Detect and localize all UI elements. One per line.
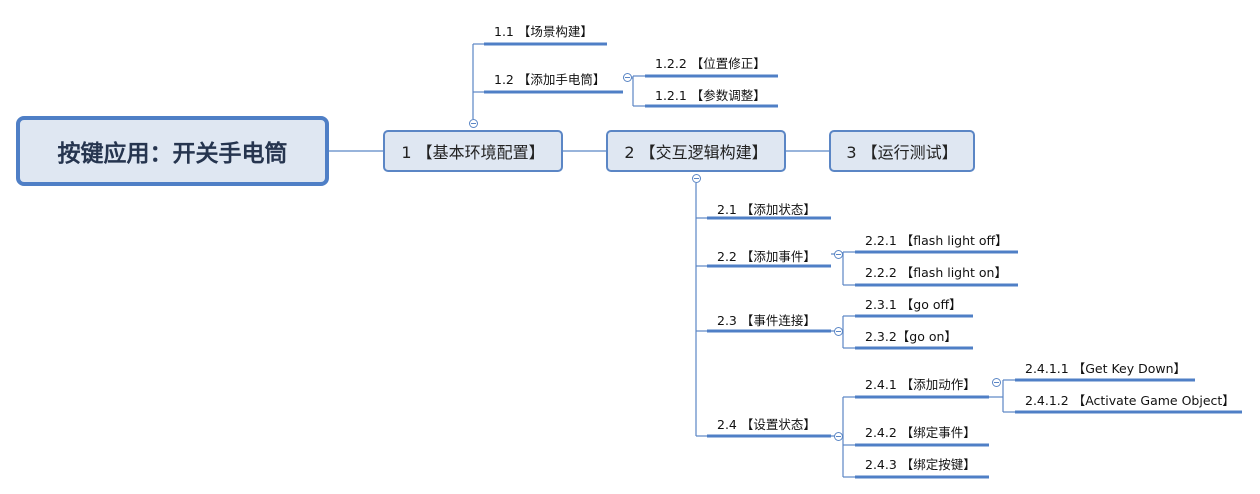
topic-2-3-2[interactable]: 2.3.2【go on】 (865, 329, 957, 344)
topic-2-2[interactable]: 2.2 【添加事件】 (717, 249, 816, 264)
topic-2-2-2[interactable]: 2.2.2 【flash light on】 (865, 265, 1007, 280)
collapse-toggle-icon[interactable] (469, 119, 478, 128)
topic-1-2-2[interactable]: 1.2.2 【位置修正】 (655, 56, 766, 71)
collapse-toggle-icon[interactable] (834, 250, 843, 259)
collapse-toggle-icon[interactable] (834, 432, 843, 441)
topic-2-4[interactable]: 2.4 【设置状态】 (717, 417, 816, 432)
topic-2-4-3[interactable]: 2.4.3 【绑定按键】 (865, 457, 976, 472)
topic-2-1[interactable]: 2.1 【添加状态】 (717, 202, 816, 217)
topic-2-4-1[interactable]: 2.4.1 【添加动作】 (865, 377, 976, 392)
topic-1-2-1[interactable]: 1.2.1 【参数调整】 (655, 88, 766, 103)
topic-3-run-test[interactable]: 3 【运行测试】 (829, 130, 975, 172)
collapse-toggle-icon[interactable] (692, 174, 701, 183)
collapse-toggle-icon[interactable] (623, 73, 632, 82)
root-topic[interactable]: 按键应用：开关手电筒 (16, 116, 329, 186)
topic-2-interaction-logic[interactable]: 2 【交互逻辑构建】 (606, 130, 786, 172)
collapse-toggle-icon[interactable] (992, 378, 1001, 387)
topic-2-3-1[interactable]: 2.3.1 【go off】 (865, 297, 962, 312)
topic-2-4-1-2[interactable]: 2.4.1.2 【Activate Game Object】 (1025, 393, 1235, 408)
topic-2-4-2[interactable]: 2.4.2 【绑定事件】 (865, 425, 976, 440)
collapse-toggle-icon[interactable] (834, 327, 843, 336)
topic-1-1[interactable]: 1.1 【场景构建】 (494, 24, 593, 39)
topic-1-2[interactable]: 1.2 【添加手电筒】 (494, 72, 606, 87)
topic-2-2-1[interactable]: 2.2.1 【flash light off】 (865, 233, 1008, 248)
topic-2-3[interactable]: 2.3 【事件连接】 (717, 313, 816, 328)
topic-2-4-1-1[interactable]: 2.4.1.1 【Get Key Down】 (1025, 361, 1187, 376)
topic-1-basic-environment[interactable]: 1 【基本环境配置】 (383, 130, 563, 172)
